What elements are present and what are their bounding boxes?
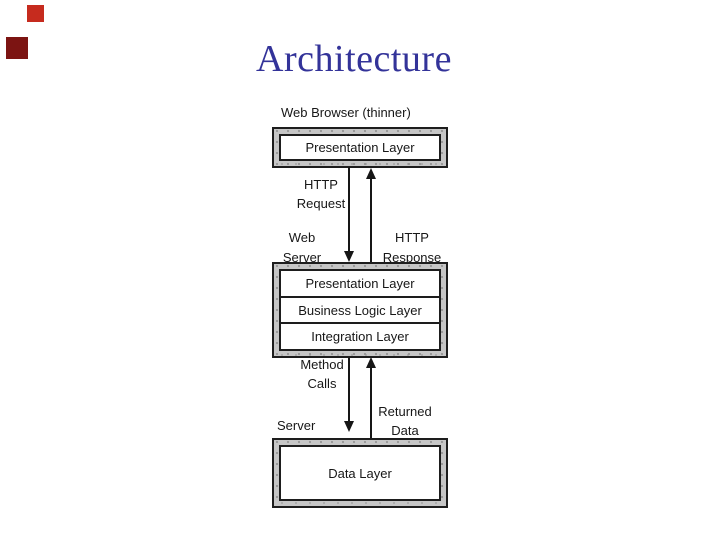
http-request-label-line2: Request [296, 196, 346, 211]
http-request-label: HTTP Request [261, 175, 381, 213]
server-caption: Server [277, 418, 316, 433]
method-calls-label-line1: Method [300, 357, 344, 372]
web-server-integration-layer: Integration Layer [281, 322, 439, 349]
http-response-label: HTTP Response [352, 228, 472, 268]
web-server-caption: Web Server [242, 228, 362, 268]
method-calls-arrowhead-down [344, 421, 354, 432]
web-browser-box-inner: Presentation Layer [279, 134, 441, 161]
server-box: Data Layer [272, 438, 448, 508]
method-calls-arrow-line [348, 358, 350, 422]
browser-presentation-layer: Presentation Layer [305, 140, 415, 155]
returned-data-arrow-line [370, 368, 372, 438]
slide-title: Architecture [256, 38, 452, 80]
web-server-box-inner: Presentation Layer Business Logic Layer … [279, 269, 441, 351]
returned-data-label: Returned Data [345, 402, 465, 440]
http-request-label-line1: HTTP [304, 177, 338, 192]
web-server-presentation-layer: Presentation Layer [305, 275, 415, 291]
http-response-arrow-line [370, 179, 372, 262]
web-browser-caption: Web Browser (thinner) [281, 105, 411, 120]
red-square-decoration [27, 5, 44, 22]
method-calls-label: Method Calls [262, 355, 382, 393]
server-data-layer: Data Layer [328, 465, 392, 481]
http-request-arrowhead-down [344, 251, 354, 262]
http-request-arrow-line [348, 167, 350, 252]
web-server-box: Presentation Layer Business Logic Layer … [272, 262, 448, 358]
web-server-caption-line1: Web [288, 230, 316, 245]
http-response-arrowhead-up [366, 168, 376, 179]
http-response-label-line2: Response [382, 250, 442, 265]
returned-data-label-line1: Returned [378, 404, 432, 419]
returned-data-arrowhead-up [366, 357, 376, 368]
method-calls-label-line2: Calls [307, 376, 337, 391]
web-browser-box: Presentation Layer [272, 127, 448, 168]
http-response-label-line1: HTTP [395, 230, 429, 245]
server-box-inner: Data Layer [279, 445, 441, 501]
maroon-square-decoration [6, 37, 28, 59]
web-server-business-logic-layer: Business Logic Layer [281, 295, 439, 323]
web-server-caption-line2: Server [282, 250, 322, 265]
returned-data-label-line2: Data [391, 423, 419, 438]
